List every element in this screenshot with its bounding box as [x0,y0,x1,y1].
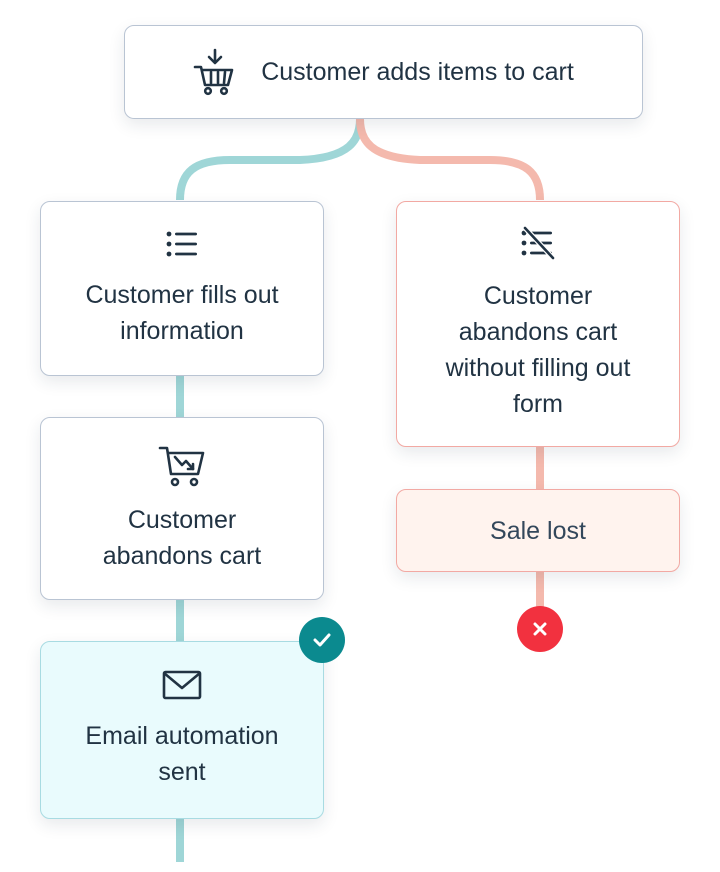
node-customer-abandons-cart: Customer abandons cart [40,417,324,600]
node-email-automation-sent: Email automation sent [40,641,324,819]
cart-add-icon [193,48,234,96]
list-crossed-icon [521,226,555,260]
connector-start-to-abandons [356,118,544,201]
node-sale-lost: Sale lost [396,489,680,572]
x-icon [533,622,547,636]
success-badge [299,617,345,663]
node-label: Customer adds items to cart [261,58,574,86]
failure-badge [517,606,563,652]
node-customer-adds-items: Customer adds items to cart [124,25,643,119]
cart-declining-icon [158,446,205,486]
list-icon [166,231,197,256]
envelope-icon [162,670,202,700]
node-customer-fills-info: Customer fills out information [40,201,324,376]
node-abandons-without-form: Customer abandons cart without filling o… [396,201,680,447]
node-label: Customer abandons cart [102,505,262,570]
node-label: Sale lost [490,516,586,545]
checkmark-icon [313,633,331,647]
node-label: Email automation sent [85,722,279,786]
node-label: Customer abandons cart without filling o… [445,282,631,418]
node-label: Customer fills out information [85,280,279,345]
connector-start-to-fills [176,118,364,201]
